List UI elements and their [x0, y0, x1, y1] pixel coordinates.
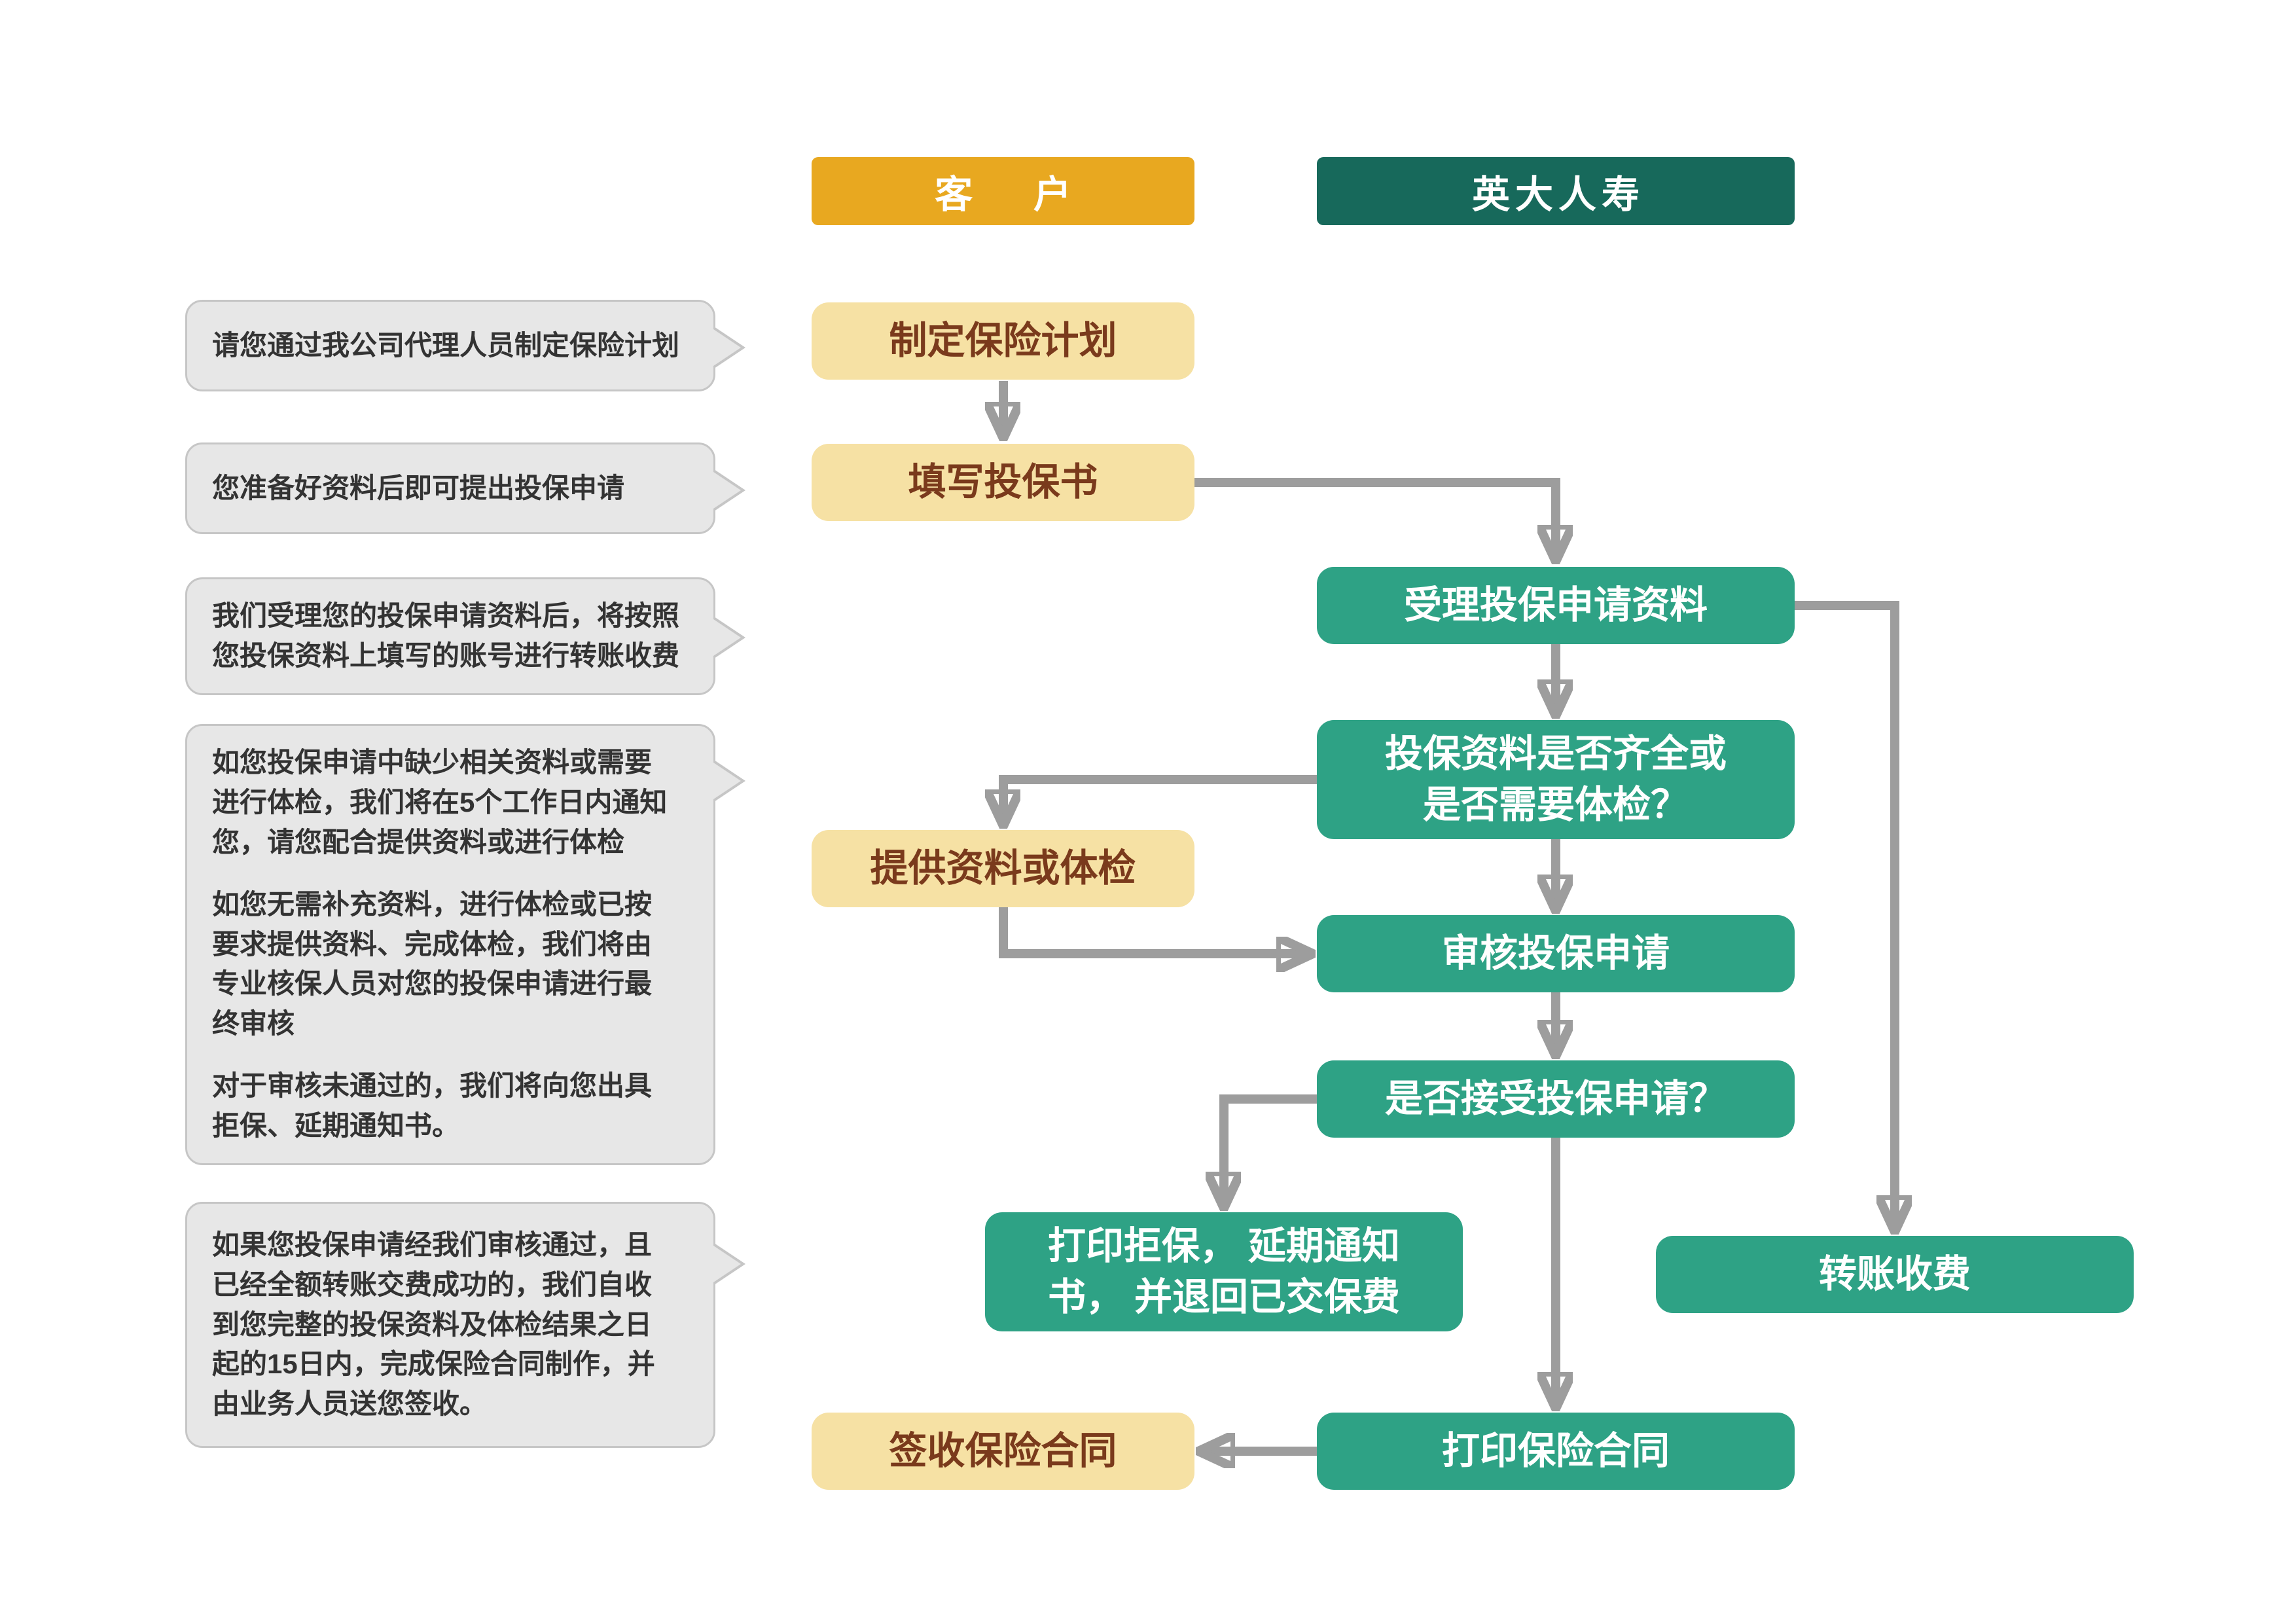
- step-sign-contract: 签收保险合同: [812, 1413, 1194, 1490]
- step-transfer-charge: 转账收费: [1656, 1236, 2134, 1313]
- step-provide-materials: 提供资料或体检: [812, 830, 1194, 907]
- step-check-materials-complete: 投保资料是否齐全或 是否需要体检？: [1317, 720, 1795, 839]
- step-make-insurance-plan: 制定保险计划: [812, 302, 1194, 380]
- step-fill-application: 填写投保书: [812, 444, 1194, 521]
- annotation-paragraph: 如您投保申请中缺少相关资料或需要 进行体检，我们将在5个工作日内通知 您，请您配…: [212, 747, 668, 857]
- step-print-contract: 打印保险合同: [1317, 1413, 1795, 1490]
- column-header-company: 英大人寿: [1317, 157, 1795, 225]
- annotation-transfer-charge: 我们受理您的投保申请资料后，将按照 您投保资料上填写的账号进行转账收费: [185, 577, 745, 695]
- step-print-rejection-notice: 打印拒保， 延期通知 书， 并退回已交保费: [985, 1212, 1463, 1331]
- step-accept-application-materials: 受理投保申请资料: [1317, 567, 1795, 644]
- annotation-text: 我们受理您的投保申请资料后，将按照 您投保资料上填写的账号进行转账收费: [212, 600, 680, 671]
- arrow-form-to-accept: [1194, 478, 1556, 562]
- annotation-make-plan: 请您通过我公司代理人员制定保险计划: [185, 300, 745, 391]
- step-accept-application-decision: 是否接受投保申请？: [1317, 1060, 1795, 1138]
- annotation-contract-delivery: 如果您投保申请经我们审核通过，且 已经全额转账交费成功的，我们自收 到您完整的投…: [185, 1202, 745, 1448]
- step-review-application: 审核投保申请: [1317, 915, 1795, 992]
- arrow-accept-to-transfer: [1795, 601, 1895, 1232]
- annotation-text: 请您通过我公司代理人员制定保险计划: [212, 329, 680, 361]
- annotation-text: 您准备好资料后即可提出投保申请: [212, 472, 625, 503]
- annotation-apply: 您准备好资料后即可提出投保申请: [185, 442, 745, 534]
- annotation-paragraph: 对于审核未通过的，我们将向您出具 拒保、延期通知书。: [212, 1070, 653, 1142]
- column-header-customer: 客 户: [812, 157, 1194, 225]
- arrow-check-to-provide: [1003, 775, 1317, 826]
- arrow-provide-to-review: [999, 907, 1313, 954]
- arrow-decision-to-reject: [1224, 1094, 1317, 1208]
- annotation-paragraph: 如您无需补充资料，进行体检或已按 要求提供资料、完成体检，我们将由 专业核保人员…: [212, 888, 653, 1039]
- annotation-text: 如果您投保申请经我们审核通过，且 已经全额转账交费成功的，我们自收 到您完整的投…: [212, 1229, 655, 1420]
- annotation-underwriting: 如您投保申请中缺少相关资料或需要 进行体检，我们将在5个工作日内通知 您，请您配…: [185, 724, 745, 1166]
